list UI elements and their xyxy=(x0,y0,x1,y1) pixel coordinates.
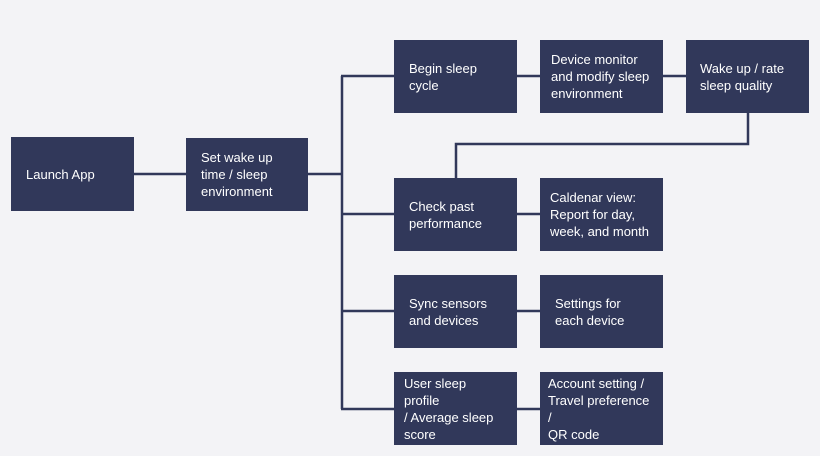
node-user-sleep-profile: User sleep profile / Average sleep score xyxy=(394,372,517,445)
node-label: Account setting / Travel preference / QR… xyxy=(548,375,650,442)
node-label: Settings for each device xyxy=(555,295,625,328)
node-settings-each-device: Settings for each device xyxy=(540,275,663,348)
node-label: Sync sensors and devices xyxy=(409,295,488,328)
node-label: Wake up / rate sleep quality xyxy=(700,60,785,93)
node-label: Set wake up time / sleep environment xyxy=(201,150,273,199)
node-check-past-performance: Check past performance xyxy=(394,178,517,251)
node-label: Check past performance xyxy=(409,198,482,231)
node-label: Device monitor and modify sleep environm… xyxy=(551,52,650,101)
node-label: Begin sleep cycle xyxy=(409,60,477,93)
node-sync-sensors: Sync sensors and devices xyxy=(394,275,517,348)
node-begin-sleep-cycle: Begin sleep cycle xyxy=(394,40,517,113)
node-device-monitor: Device monitor and modify sleep environm… xyxy=(540,40,663,113)
node-calendar-view: Caldenar view: Report for day, week, and… xyxy=(540,178,663,251)
node-label: Launch App xyxy=(26,166,95,182)
node-set-wake-up: Set wake up time / sleep environment xyxy=(186,138,308,211)
node-label: User sleep profile / Average sleep score xyxy=(404,375,494,442)
node-label: Caldenar view: Report for day, week, and… xyxy=(550,190,650,239)
node-account-setting: Account setting / Travel preference / QR… xyxy=(540,372,663,445)
node-wake-up-rate: Wake up / rate sleep quality xyxy=(686,40,809,113)
node-launch-app: Launch App xyxy=(11,137,134,211)
connector-wake-to-check xyxy=(454,113,750,178)
